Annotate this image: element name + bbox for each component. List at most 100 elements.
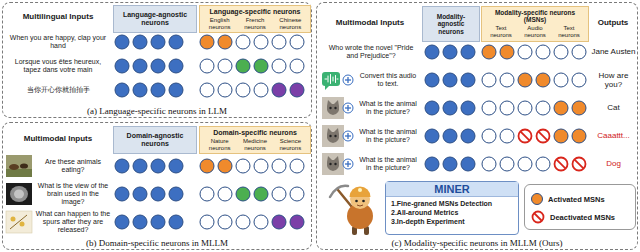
neuron-circle [425,157,439,171]
neuron-circle [290,159,304,173]
neuron-circle [115,59,129,73]
neuron-circle [254,83,268,97]
neuron-circle [151,215,165,229]
legend-symbol [531,210,545,224]
legend-text: Deactivated MSNs [550,213,615,222]
input-text: When you are happy, clap your hand [6,34,110,50]
neuron-circle [500,129,514,143]
neuron-circle [500,45,514,59]
plus-icon [343,159,353,169]
deactivated-ring [537,130,550,143]
neuron-circle [254,159,268,173]
neuron-circle [554,45,568,59]
neuron-circle [133,215,147,229]
neuron-circle [536,45,550,59]
neuron-circle [272,35,286,49]
brain-scan [6,183,32,205]
legend-row: Deactivated MSNs [531,208,629,226]
neuron-circle [236,187,250,201]
neuron-circle [482,45,496,59]
neuron-circle [443,129,457,143]
neuron-circle [461,129,475,143]
neuron-circle [236,159,250,173]
output-text: How are you? [589,71,638,89]
input-text: Who wrote the novel "Pride and Prejudice… [322,44,420,60]
input-text: What can happen to the spurs after they … [35,210,111,234]
spurs-picture [6,211,32,233]
miner-mascot [330,186,373,235]
column-label: Chinese neurons [273,17,308,30]
column-title: Multilingual Inputs [6,12,110,21]
neuron-circle [200,159,214,173]
header-text: Modality-specific neurons (MSNs) [484,9,586,24]
deactivated-bar [575,160,584,169]
neuron-circle [500,101,514,115]
legend-box: Activated MSNsDeactivated MSNs [524,184,636,230]
column-labels: Nature neuronsMedicine neuronsScience ne… [202,138,308,151]
neuron-circle [518,101,532,115]
plus-icon [343,103,353,113]
input-text: What is the view of the brain used in th… [35,182,111,206]
input-text: What is the animal in the picture? [356,156,420,172]
deactivated-ring [533,212,544,223]
neuron-circle [169,59,183,73]
neuron-circle [218,215,232,229]
neuron-circle [115,215,129,229]
neuron-circle [236,83,250,97]
neuron-circle [500,157,514,171]
legend-text: Activated MSNs [548,195,605,204]
neuron-circle [482,73,496,87]
audio-icon [322,72,340,90]
neuron-circle [151,159,165,173]
input-text: Are these animals eating? [35,158,111,174]
neuron-circle [443,73,457,87]
neuron-circle [482,157,496,171]
neuron-circle [169,187,183,201]
neuron-circle [236,215,250,229]
output-text: Jane Austen [589,47,638,56]
neuron-circle [290,83,304,97]
neuron-circle [254,35,268,49]
neuron-circle [169,83,183,97]
header-text: Language-agnostic neurons [116,11,194,27]
neuron-circle [536,73,550,87]
neuron-circle [572,129,586,143]
output-text: Caaattt... [589,131,638,140]
neuron-circle [572,101,586,115]
neuron-circle [425,101,439,115]
neuron-circle [290,35,304,49]
neuron-circle [254,59,268,73]
column-title: Outputs [589,18,637,27]
agnostic-header: Modality-agnostic neurons [422,6,480,42]
neuron-circle [482,101,496,115]
plus-icon [343,75,353,85]
miner-title: MINER [386,182,518,197]
input-text: What is the animal in the picture? [356,100,420,116]
column-label: English neurons [202,17,237,30]
deactivated-symbol [555,158,568,171]
deactivated-symbol [519,130,532,143]
neuron-circle [200,35,214,49]
neuron-circle [218,59,232,73]
deactivated-bar [534,213,541,220]
neuron-circle [218,83,232,97]
input-text: What is the animal in the picture? [356,128,420,144]
neuron-circle [536,157,550,171]
neuron-circle [133,83,147,97]
agnostic-header: Language-agnostic neurons [113,5,197,33]
neuron-circle [200,59,214,73]
column-labels: Text neuronsAudio neuronsText neurons [484,25,586,38]
neuron-circle [218,35,232,49]
neuron-circle [236,59,250,73]
cat-photo [322,153,344,175]
header-text: Domain-specific neurons [202,129,308,137]
neuron-circle [115,35,129,49]
miner-item: 1.Fine-graned MSNs Detection [386,199,518,208]
column-label: Medicine neurons [237,138,272,151]
panel-caption: (b) Domain-specific neurons in MLLM [3,238,311,248]
plus-icon [343,131,353,141]
neuron-circle [518,45,532,59]
deactivated-ring [555,158,568,171]
miner-box: MINER1.Fine-graned MSNs Detection2.All-a… [385,181,519,235]
header-text: Domain-agnostic neurons [116,132,194,148]
